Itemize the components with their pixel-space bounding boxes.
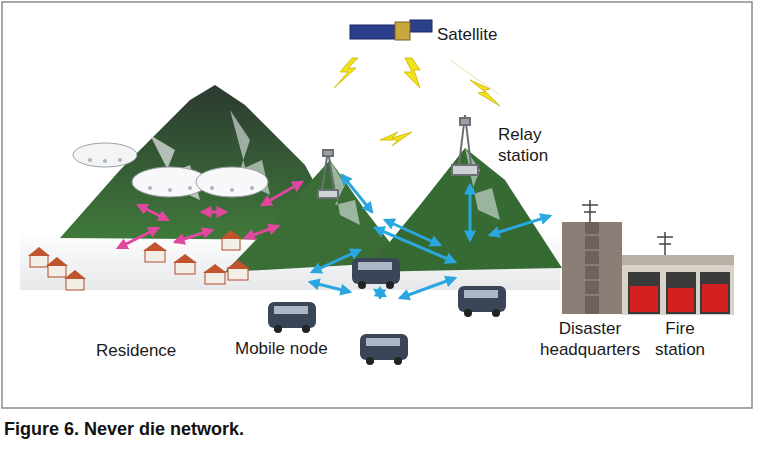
satellite-label: Satellite: [437, 24, 527, 45]
residence-label: Residence: [96, 340, 206, 361]
relay-station-label: Relay station: [498, 124, 568, 166]
headquarters-label: Disaster headquarters: [540, 318, 640, 360]
figure-caption: Figure 6. Never die network.: [4, 418, 244, 440]
mobile-node-label: Mobile node: [235, 338, 355, 359]
fire-station-label: Fire station: [640, 318, 720, 360]
